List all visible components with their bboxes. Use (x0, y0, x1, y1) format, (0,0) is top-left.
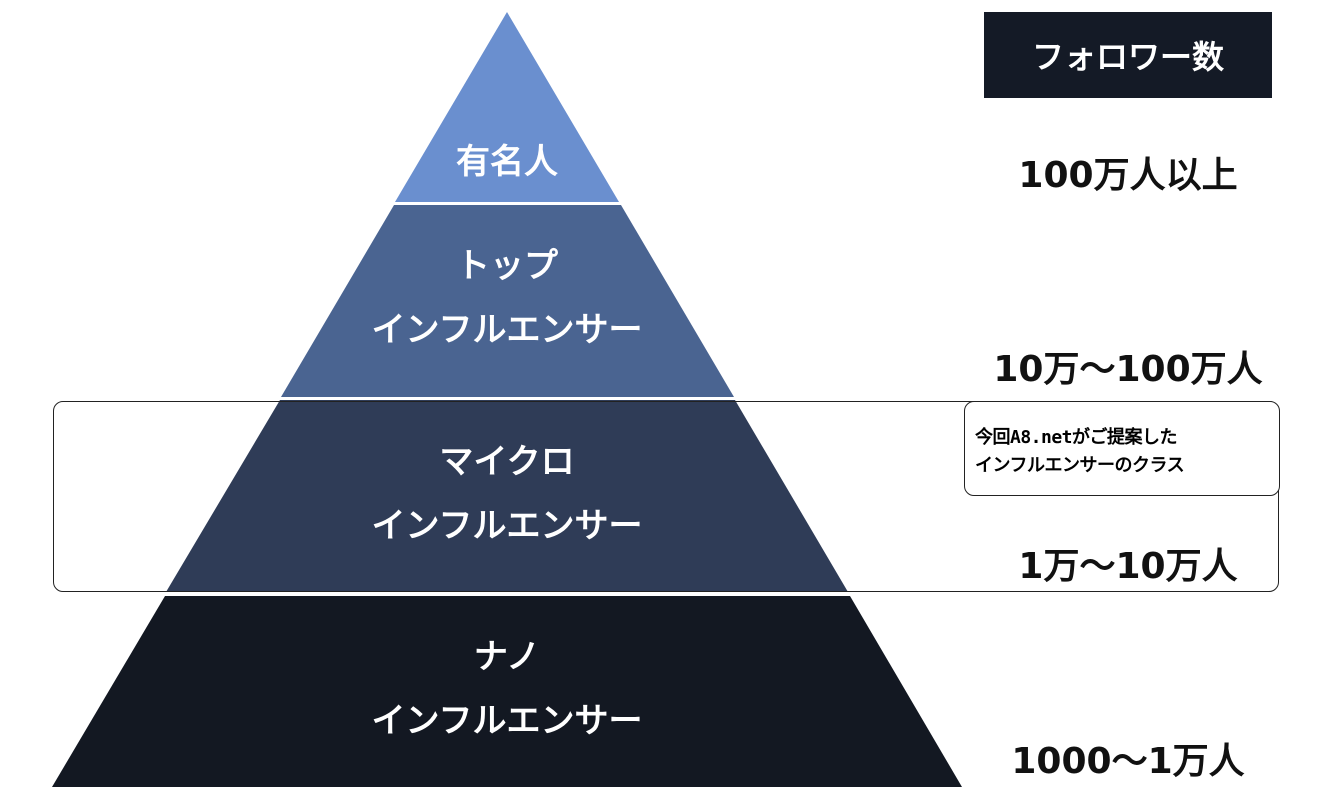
proposal-note: 今回A8.netがご提案した インフルエンサーのクラス (964, 401, 1280, 496)
highlight-frame (53, 401, 1279, 592)
tier-nano-count: 1000〜1万人 (1011, 741, 1245, 782)
tier-top-count: 10万〜100万人 (993, 349, 1263, 390)
tier-celebrity-count: 100万人以上 (1018, 155, 1238, 196)
tier-micro-line-1: マイクロ (439, 442, 575, 482)
tier-top-line-1: トップ (455, 246, 558, 286)
tier-nano-label: ナノ インフルエンサー (372, 625, 643, 753)
tier-nano-shape (52, 596, 962, 787)
follower-count-header: フォロワー数 (984, 12, 1272, 98)
tier-nano-line-2: インフルエンサー (371, 701, 643, 741)
tier-top-label: トップ インフルエンサー (372, 234, 643, 362)
tier-micro-line-2: インフルエンサー (371, 506, 643, 546)
tier-micro-shape (166, 400, 848, 592)
tier-top-shape (281, 205, 734, 397)
tier-celebrity-label: 有名人 (456, 130, 558, 194)
tier-micro-label: マイクロ インフルエンサー (372, 430, 643, 558)
header-title: フォロワー数 (1031, 38, 1224, 76)
tier-nano-line-1: ナノ (473, 637, 541, 677)
tier-top-line-2: インフルエンサー (371, 310, 643, 350)
note-line-1: 今回A8.netがご提案した (975, 427, 1178, 448)
tier-celebrity-shape (395, 12, 619, 202)
tier-micro-count: 1万〜10万人 (1018, 546, 1238, 587)
note-line-2: インフルエンサーのクラス (975, 455, 1185, 476)
tier-celebrity-line-1: 有名人 (456, 142, 558, 182)
